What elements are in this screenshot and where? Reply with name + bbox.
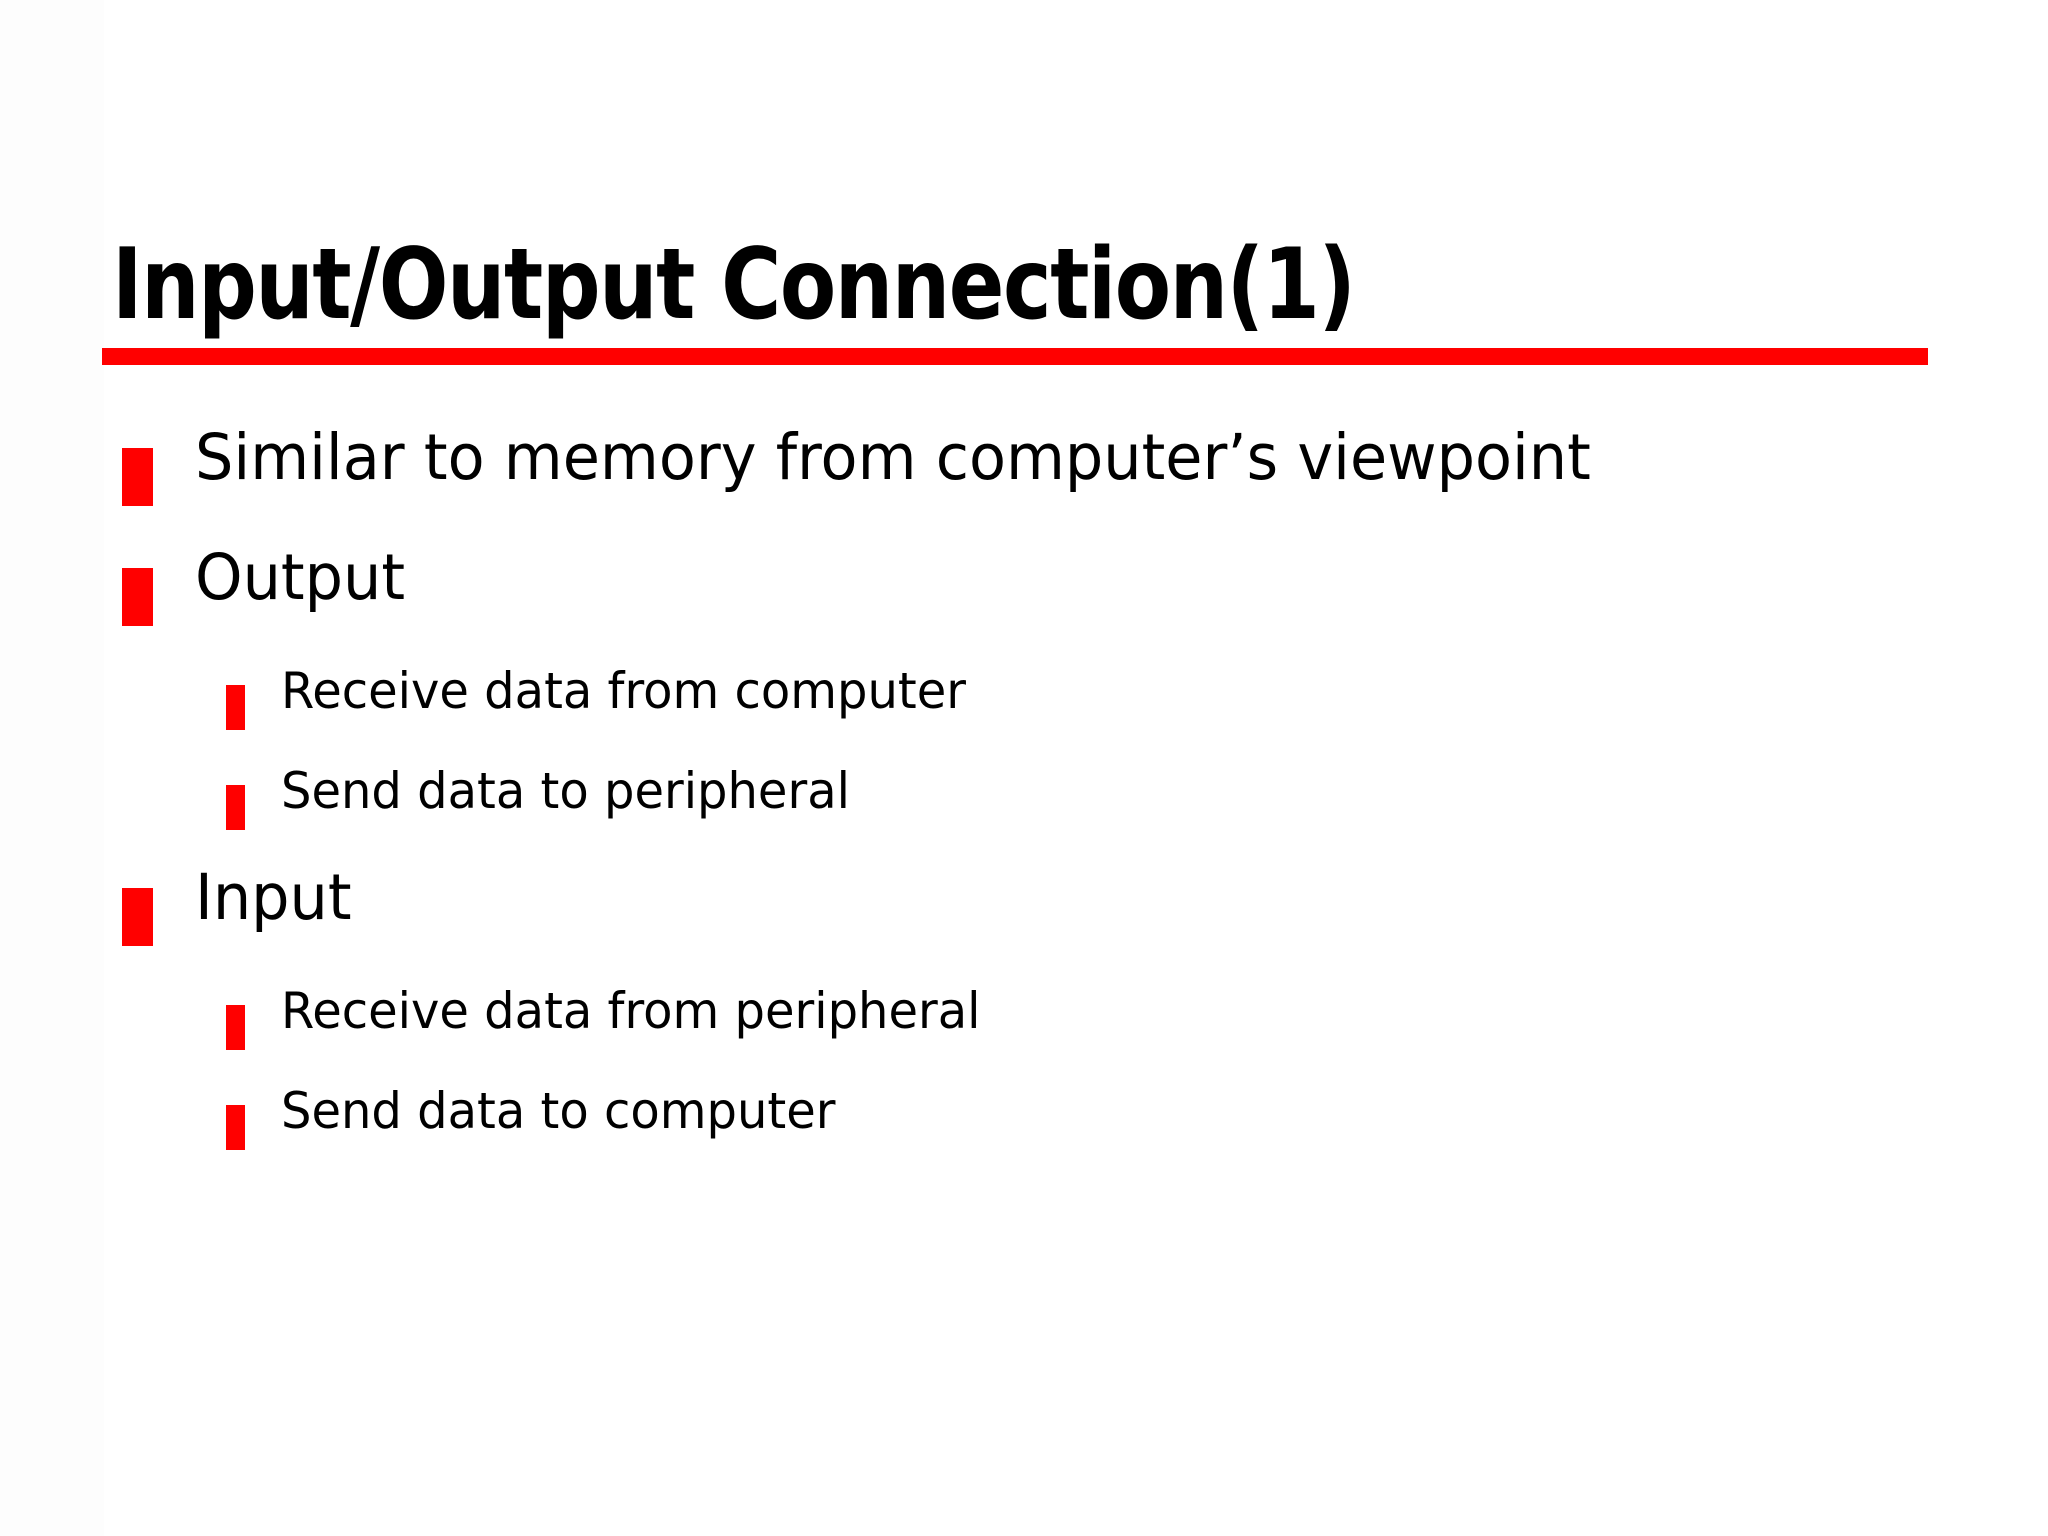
- sub-bullet-item: Receive data from peripheral: [0, 986, 2048, 1086]
- red-square-bullet-icon: [226, 1105, 245, 1150]
- bullet-label: Output: [195, 541, 406, 614]
- sub-bullet-item: Send data to peripheral: [0, 766, 2048, 866]
- sub-bullet-label: Receive data from computer: [281, 662, 967, 720]
- bullet-label: Similar to memory from computer’s viewpo…: [195, 421, 1591, 494]
- sub-bullet-label: Send data to computer: [281, 1082, 836, 1140]
- red-square-bullet-icon: [122, 448, 153, 506]
- red-square-bullet-icon: [226, 685, 245, 730]
- sub-bullet-item: Send data to computer: [0, 1086, 2048, 1186]
- sub-bullet-item: Receive data from computer: [0, 666, 2048, 766]
- title-underline-rule: [102, 348, 1928, 365]
- red-square-bullet-icon: [122, 568, 153, 626]
- red-square-bullet-icon: [226, 785, 245, 830]
- bullet-item: Output: [0, 546, 2048, 666]
- red-square-bullet-icon: [226, 1005, 245, 1050]
- sub-bullet-label: Send data to peripheral: [281, 762, 850, 820]
- slide-title: Input/Output Connection(1): [112, 227, 1356, 342]
- bullet-item: Similar to memory from computer’s viewpo…: [0, 426, 2048, 546]
- bullet-label: Input: [195, 861, 352, 934]
- sub-bullet-label: Receive data from peripheral: [281, 982, 981, 1040]
- bullet-item: Input: [0, 866, 2048, 986]
- slide-body-bullet-list: Similar to memory from computer’s viewpo…: [0, 426, 2048, 1186]
- red-square-bullet-icon: [122, 888, 153, 946]
